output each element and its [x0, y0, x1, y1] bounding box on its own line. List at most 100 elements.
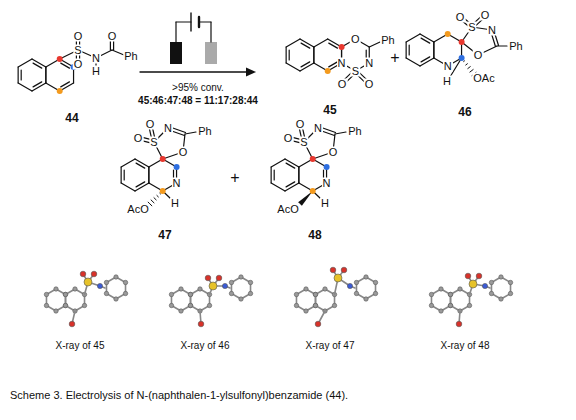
bond-stroke — [466, 64, 468, 65]
atom-ball — [63, 292, 67, 296]
bond-stroke — [32, 59, 46, 67]
atom-ball — [63, 292, 67, 296]
compound-number: 45 — [323, 104, 336, 116]
atom-ball — [239, 297, 243, 301]
atom-label: AcO — [126, 204, 149, 215]
atom-ball — [334, 274, 342, 282]
bond-stroke — [18, 83, 32, 91]
ratio-text: 45:46:47:48 = 11:17:28:44 — [138, 96, 258, 106]
atom-ball — [429, 292, 433, 296]
atom-ball — [188, 303, 192, 307]
xray-caption: X-ray of 45 — [56, 341, 105, 351]
plus-sign: + — [230, 170, 239, 186]
atom-ball — [373, 280, 377, 284]
xray-caption: X-ray of 48 — [441, 341, 490, 351]
atom-label: H — [170, 198, 180, 209]
atom-ball — [330, 267, 336, 273]
atom-ball — [332, 303, 336, 307]
atom-ball — [465, 273, 471, 279]
bond-stroke — [185, 132, 196, 134]
atom-ball — [91, 271, 97, 277]
bond-stroke — [33, 63, 42, 68]
atom-ball — [482, 283, 487, 288]
atom-ball — [439, 309, 443, 313]
atom-ball — [489, 280, 493, 284]
bond-stroke — [61, 63, 70, 68]
marker-dot — [459, 55, 465, 61]
atom-label: Ph — [347, 126, 362, 137]
electrode — [170, 42, 182, 64]
atom-label: N — [163, 123, 173, 134]
atom-ball — [448, 292, 452, 296]
bond-stroke — [286, 182, 295, 187]
marker-dot — [459, 39, 465, 45]
scheme-caption: Scheme 3. Electrolysis of N-(naphthalen-… — [10, 389, 566, 401]
atom-ball — [104, 291, 108, 295]
bond-stroke — [18, 67, 19, 83]
atom-ball — [467, 303, 471, 307]
marker-dot — [160, 188, 166, 194]
atom-ball — [469, 280, 477, 288]
atom-ball — [429, 303, 433, 307]
bond-stroke — [140, 71, 248, 72]
atom-ball — [313, 303, 317, 307]
atom-ball — [448, 303, 452, 307]
atom-ball — [44, 292, 48, 296]
atom-ball — [313, 292, 317, 296]
atom-ball — [63, 303, 67, 307]
atom-ball — [169, 303, 173, 307]
marker-dot — [310, 188, 316, 194]
bond-stroke — [286, 63, 300, 71]
atom-ball — [63, 303, 67, 307]
atom-label: Ph — [123, 51, 138, 62]
condition-text: >95% conv. — [172, 83, 224, 93]
atom-ball — [354, 280, 358, 284]
bond-stroke — [335, 132, 346, 134]
bond-stroke — [112, 50, 124, 55]
atom-ball — [313, 292, 317, 296]
bond-stroke — [271, 183, 285, 191]
atom-ball — [222, 283, 227, 288]
atom-ball — [508, 280, 512, 284]
marker-dot — [445, 31, 451, 37]
atom-ball — [499, 297, 503, 301]
bond-stroke — [176, 21, 191, 22]
bond-stroke — [313, 47, 314, 63]
atom-ball — [354, 291, 358, 295]
atom-ball — [304, 309, 308, 313]
bond-stroke — [298, 167, 299, 183]
atom-ball — [323, 287, 327, 291]
plus-sign: + — [390, 50, 399, 66]
bond-stroke — [421, 57, 430, 62]
bond-stroke — [135, 183, 149, 191]
atom-label: O — [328, 147, 339, 158]
atom-label: O — [178, 147, 189, 158]
bond-stroke — [406, 58, 420, 66]
bond-stroke — [190, 13, 191, 31]
bond-stroke — [121, 183, 135, 191]
marker-dot — [325, 68, 331, 74]
marker-dot — [310, 156, 316, 162]
atom-ball — [239, 275, 243, 279]
bond-stroke — [175, 22, 176, 42]
atom-ball — [313, 303, 317, 307]
bond-stroke — [313, 47, 314, 63]
bond-stroke — [468, 67, 470, 69]
marker-dot — [57, 56, 63, 62]
bond-stroke — [199, 21, 211, 22]
atom-ball — [179, 287, 183, 291]
bond-stroke — [497, 45, 507, 46]
marker-dot — [339, 44, 345, 50]
bond-stroke — [151, 200, 154, 203]
atom-ball — [198, 287, 202, 291]
atom-ball — [209, 282, 217, 290]
bond-stroke — [406, 34, 420, 42]
atom-ball — [294, 303, 298, 307]
bond-stroke — [157, 195, 158, 196]
bond-stroke — [314, 39, 328, 47]
atom-ball — [364, 275, 368, 279]
bond-stroke — [301, 62, 310, 67]
bond-stroke — [18, 59, 32, 67]
bond-stroke — [463, 60, 465, 62]
